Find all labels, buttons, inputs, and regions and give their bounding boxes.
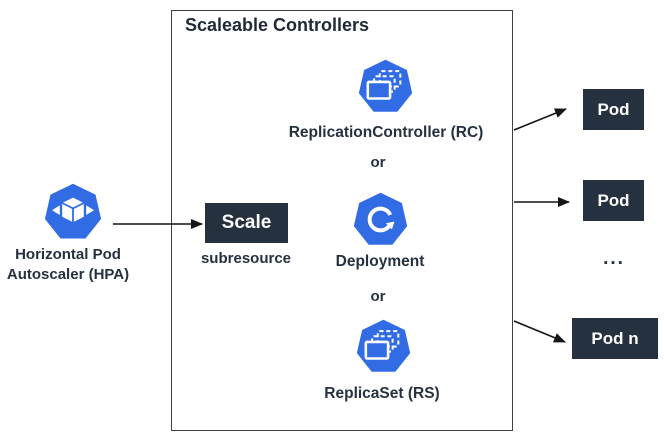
- diagram-title: Scaleable Controllers: [185, 15, 370, 35]
- subresource-label: subresource: [200, 250, 292, 267]
- hpa-label-line1: Horizontal Pod: [15, 246, 121, 263]
- replication-controller-icon: [358, 59, 413, 112]
- replication-controller-label: ReplicationController (RC): [288, 124, 484, 141]
- replicaset-icon: [356, 319, 411, 372]
- arrow-to-pod-n: [513, 320, 566, 343]
- replicaset-label: ReplicaSet (RS): [324, 385, 440, 402]
- scale-box: Scale: [205, 203, 288, 243]
- horizontal-pod-autoscaler-icon: [44, 183, 102, 239]
- deployment-icon: [353, 192, 408, 245]
- pod-1-label: Pod: [597, 99, 630, 119]
- pod-box-n: Pod n: [572, 318, 658, 359]
- hpa-label: Horizontal Pod Autoscaler (HPA): [0, 245, 138, 285]
- pod-box-2: Pod: [583, 180, 644, 221]
- arrow-to-pod-1: [513, 108, 567, 131]
- pod-2-label: Pod: [597, 190, 630, 210]
- hpa-label-line2: Autoscaler (HPA): [6, 266, 130, 283]
- pods-ellipsis: ...: [603, 248, 625, 269]
- scale-label: Scale: [221, 212, 272, 233]
- or-separator-2: or: [370, 288, 386, 305]
- or-separator-1: or: [370, 154, 386, 171]
- pod-n-label: Pod n: [591, 328, 639, 348]
- pod-box-1: Pod: [583, 89, 644, 130]
- deployment-label: Deployment: [335, 253, 425, 270]
